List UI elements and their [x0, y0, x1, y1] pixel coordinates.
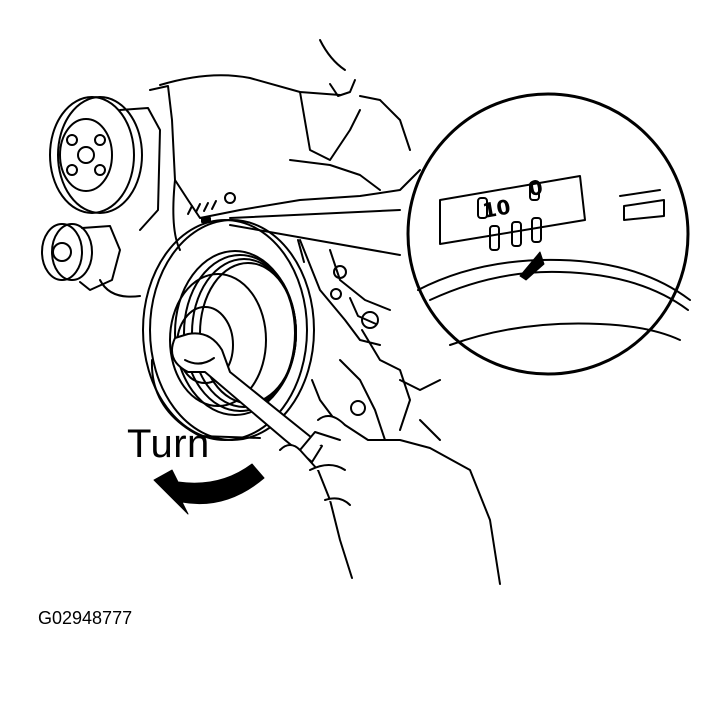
- figure-id: G02948777: [38, 608, 133, 628]
- timing-scale-number-0: 0: [527, 175, 545, 201]
- callout-pointer: [229, 209, 401, 256]
- turn-arrow-icon: [153, 463, 265, 515]
- turn-label: Turn: [127, 422, 210, 466]
- hand: [279, 415, 501, 585]
- timing-scale-number-10: 10: [481, 194, 513, 222]
- accessory-pulley-upper: [49, 96, 161, 231]
- wrench: [171, 332, 323, 463]
- crankshaft-pulley: [142, 219, 315, 441]
- timing-marks-small: [187, 200, 217, 223]
- idler-pulley: [41, 223, 141, 298]
- engine-block: [149, 39, 441, 461]
- magnified-view: [406, 92, 691, 376]
